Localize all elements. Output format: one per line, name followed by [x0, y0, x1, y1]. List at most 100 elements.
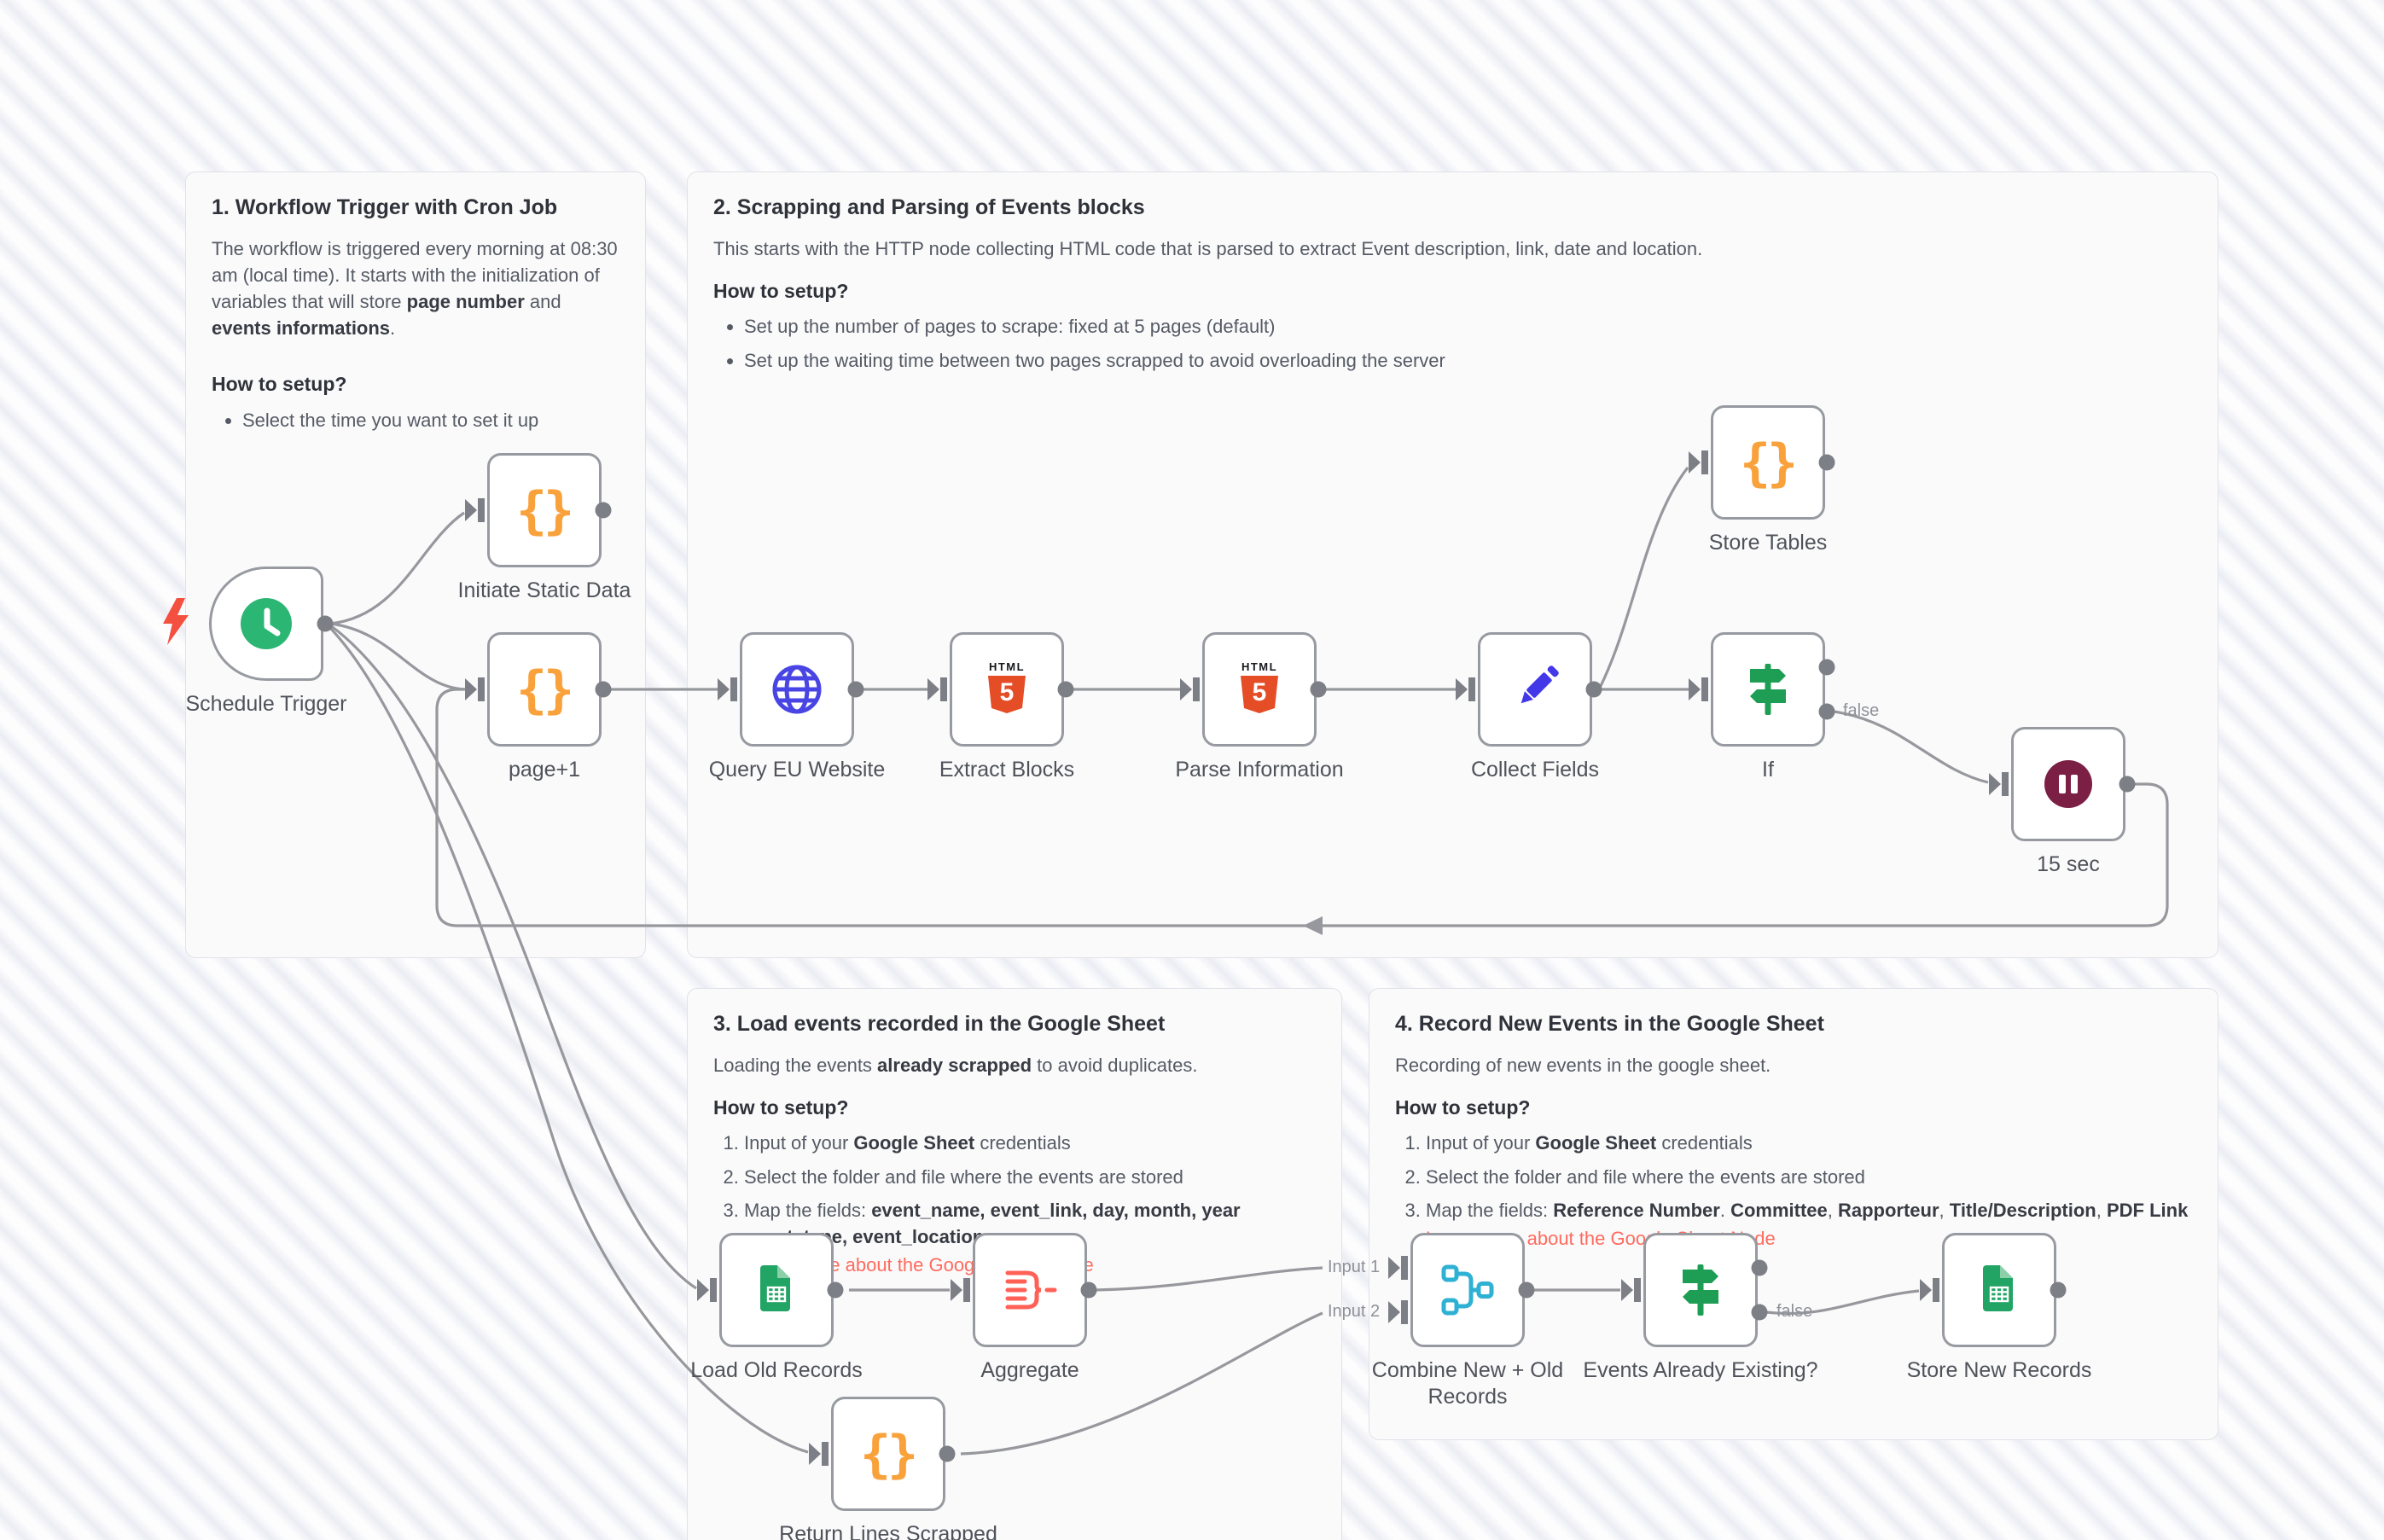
- input-port-events-already-existing[interactable]: [1620, 1277, 1643, 1307]
- output-port-events-already-existing[interactable]: [1751, 1304, 1768, 1325]
- node-label-collect-fields: Collect Fields: [1470, 758, 1600, 782]
- globe-icon: [772, 665, 822, 714]
- node-combine-new-old-records[interactable]: [1410, 1233, 1525, 1347]
- sticky-4-step: Input of your Google Sheet credentials: [1426, 1132, 1753, 1154]
- node-query-eu-website[interactable]: [740, 632, 854, 747]
- sticky-4-intro: Recording of new events in the google sh…: [1395, 1054, 1771, 1076]
- input-port-return-lines-scrapped[interactable]: [808, 1441, 830, 1471]
- node-load-old-records[interactable]: [719, 1233, 834, 1347]
- input-port-aggregate[interactable]: [950, 1277, 972, 1307]
- output-port-schedule-trigger[interactable]: [317, 615, 334, 636]
- output-port-load-old-records[interactable]: [827, 1281, 844, 1303]
- sticky-1-how-heading: How to setup?: [212, 373, 347, 396]
- output-port-store-tables[interactable]: [1818, 454, 1835, 475]
- output-port-page-plus-1[interactable]: [595, 681, 612, 702]
- node-page-plus-1[interactable]: {}: [487, 632, 602, 747]
- node-label-if: If: [1762, 758, 1774, 782]
- output-port-collect-fields[interactable]: [1585, 681, 1602, 702]
- output-port-parse-information[interactable]: [1310, 681, 1327, 702]
- clock-icon: [241, 598, 292, 649]
- signpost-icon: [1683, 1264, 1718, 1316]
- node-label-aggregate: Aggregate: [980, 1358, 1079, 1382]
- output-port-aggregate[interactable]: [1080, 1281, 1097, 1303]
- node-initiate-static-data[interactable]: {}: [487, 453, 602, 567]
- sticky-2-bullet: Set up the waiting time between two page…: [744, 349, 1445, 371]
- input-port-page-plus-1[interactable]: [464, 677, 486, 706]
- svg-text:HTML: HTML: [1241, 660, 1277, 673]
- edge-label-false: false: [1843, 701, 1880, 720]
- node-store-new-records[interactable]: [1942, 1233, 2056, 1347]
- svg-text:}: }: [887, 1425, 918, 1485]
- output-port-events-already-existing[interactable]: [1751, 1259, 1768, 1281]
- node-collect-fields[interactable]: [1478, 632, 1592, 747]
- node-label-query-eu-website: Query EU Website: [708, 758, 886, 782]
- node-events-already-existing[interactable]: [1643, 1233, 1758, 1347]
- connection-trigger-to-initiate-static-data[interactable]: [329, 511, 465, 625]
- braces-icon: {}: [860, 1425, 918, 1485]
- input-port-load-old-records[interactable]: [696, 1277, 718, 1307]
- merge-icon: [1441, 1264, 1494, 1316]
- sticky-4-steps: Input of your Google Sheet credentials S…: [1395, 1130, 2192, 1252]
- node-label-page-plus-1: page+1: [508, 758, 581, 782]
- output-port-initiate-static-data[interactable]: [595, 502, 612, 523]
- sticky-3-title: 3. Load events recorded in the Google Sh…: [713, 1012, 1166, 1036]
- output-port-if[interactable]: [1818, 703, 1835, 724]
- connection-trigger-to-page-plus-1[interactable]: [329, 622, 467, 691]
- sticky-2-how-heading: How to setup?: [713, 279, 849, 302]
- connection-trigger-to-return-lines-scrapped[interactable]: [329, 626, 809, 1454]
- output-port-if[interactable]: [1818, 659, 1835, 680]
- sticky-1-bullets: Select the time you want to set it up: [212, 407, 619, 433]
- signpost-icon: [1750, 664, 1786, 715]
- svg-text:{: {: [860, 1425, 891, 1485]
- connection-collect-fields-to-store-tables[interactable]: [1599, 467, 1689, 687]
- node-if[interactable]: [1711, 632, 1825, 747]
- node-label-events-already-existing: Events Already Existing?: [1583, 1358, 1818, 1382]
- pencil-icon: [1521, 665, 1559, 704]
- input-port-combine-new-old-records[interactable]: [1387, 1255, 1410, 1285]
- output-port-extract-blocks[interactable]: [1057, 681, 1074, 702]
- output-port-wait-15-sec[interactable]: [2119, 776, 2136, 797]
- connection-if-false-to-wait[interactable]: [1833, 710, 1989, 784]
- node-label-store-new-records: Store New Records: [1906, 1358, 2092, 1382]
- edge-label-input-1: Input 1: [1328, 1258, 1381, 1276]
- node-aggregate[interactable]: [973, 1233, 1087, 1347]
- output-port-query-eu-website[interactable]: [847, 681, 864, 702]
- input-port-if[interactable]: [1688, 677, 1710, 706]
- connection-trigger-to-load-old-records[interactable]: [329, 624, 697, 1290]
- node-return-lines-scrapped[interactable]: {}: [831, 1397, 945, 1511]
- output-port-store-new-records[interactable]: [2050, 1281, 2067, 1303]
- sticky-2-intro: This starts with the HTTP node collectin…: [713, 237, 1703, 259]
- input-port-combine-new-old-records[interactable]: [1387, 1299, 1410, 1329]
- connection-events-false-to-store-new-records[interactable]: [1765, 1289, 1920, 1316]
- braces-icon: {}: [516, 660, 574, 720]
- node-label-store-tables: Store Tables: [1708, 531, 1828, 555]
- node-store-tables[interactable]: {}: [1711, 405, 1825, 520]
- sticky-3-step: Input of your Google Sheet credentials: [744, 1132, 1071, 1154]
- output-port-combine-new-old-records[interactable]: [1518, 1281, 1535, 1303]
- input-port-store-tables[interactable]: [1688, 450, 1710, 479]
- input-port-parse-information[interactable]: [1179, 677, 1201, 706]
- connection-aggregate-to-combine-input1[interactable]: [1095, 1266, 1323, 1292]
- connection-return-lines-to-combine-input2[interactable]: [960, 1311, 1323, 1456]
- input-port-collect-fields[interactable]: [1455, 677, 1477, 706]
- input-port-wait-15-sec[interactable]: [1988, 771, 2010, 801]
- input-port-query-eu-website[interactable]: [717, 677, 739, 706]
- sticky-3-intro: Loading the events already scrapped to a…: [713, 1054, 1198, 1076]
- input-port-extract-blocks[interactable]: [927, 677, 949, 706]
- sticky-note-2[interactable]: 2. Scrapping and Parsing of Events block…: [687, 171, 2218, 958]
- sticky-note-4[interactable]: 4. Record New Events in the Google Sheet…: [1369, 988, 2218, 1440]
- input-port-initiate-static-data[interactable]: [464, 497, 486, 527]
- sticky-3-step: Select the folder and file where the eve…: [744, 1165, 1183, 1188]
- sticky-1-title: 1. Workflow Trigger with Cron Job: [212, 195, 558, 219]
- connection-wait-loop-to-page-plus-1[interactable]: [435, 688, 2169, 927]
- output-port-return-lines-scrapped[interactable]: [939, 1445, 956, 1467]
- node-wait-15-sec[interactable]: [2011, 727, 2125, 841]
- node-schedule-trigger[interactable]: [209, 567, 323, 681]
- node-label-combine-new-old-records: Combine New + Old Records: [1371, 1358, 1564, 1409]
- input-port-store-new-records[interactable]: [1919, 1277, 1941, 1307]
- edge-label-false: false: [1776, 1302, 1813, 1321]
